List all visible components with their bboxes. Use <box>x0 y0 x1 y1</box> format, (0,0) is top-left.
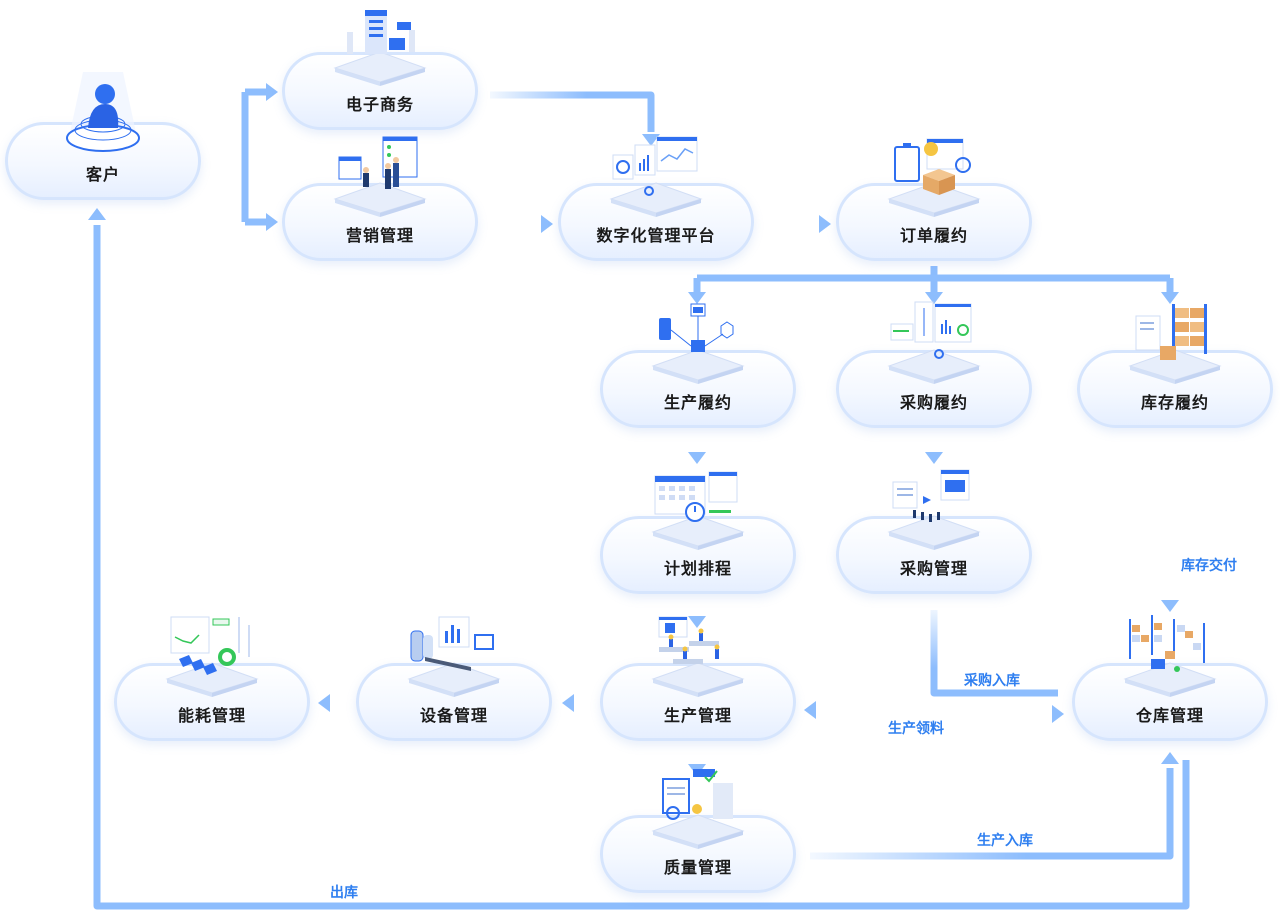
stock-shelf-icon <box>1120 300 1230 384</box>
node-label: 数字化管理平台 <box>596 226 716 245</box>
edges-layer <box>88 83 1190 910</box>
arrowhead-warehouse-top <box>1161 600 1179 612</box>
arrowhead-prod-fulfill <box>688 292 706 304</box>
node-label: 设备管理 <box>419 706 488 725</box>
arrowhead-order <box>819 215 831 233</box>
edge-warehouse-customer <box>93 225 1190 910</box>
edge-label-stock-delivery: 库存交付 <box>1181 558 1237 574</box>
quality-check-icon <box>643 765 753 849</box>
edge-label-purchase-inbound: 采购入库 <box>964 673 1020 689</box>
node-label: 采购管理 <box>899 559 968 578</box>
node-label: 生产管理 <box>663 706 732 725</box>
factory-workers-icon <box>643 613 753 697</box>
dashboard-icon <box>601 133 711 217</box>
arrowhead-marketing <box>266 213 278 231</box>
edge-ecommerce-platform <box>490 91 655 132</box>
purchase-management-icon <box>879 466 989 550</box>
arrowhead-platform-left <box>541 215 553 233</box>
node-label: 能耗管理 <box>177 706 246 725</box>
arrowhead-purchase-fulfill <box>925 292 943 304</box>
node-label: 计划排程 <box>663 559 732 578</box>
edge-quality-warehouse <box>810 768 1174 860</box>
node-label: 仓库管理 <box>1135 706 1204 725</box>
node-label: 订单履约 <box>899 226 968 245</box>
node-label: 库存履约 <box>1140 393 1209 412</box>
arrowhead-warehouse-bottom <box>1161 752 1179 764</box>
arrowhead-stock-fulfill <box>1161 292 1179 304</box>
node-label: 质量管理 <box>663 858 732 877</box>
arrowhead-customer <box>88 208 106 220</box>
marketing-meeting-icon <box>325 133 435 217</box>
node-label: 生产履约 <box>663 393 732 412</box>
arrowhead-production-right <box>804 701 816 719</box>
purchase-dashboard-icon <box>879 300 989 384</box>
edge-purchasemgmt-warehouse <box>930 610 1058 697</box>
arrowhead-purchase-mgmt <box>925 452 943 464</box>
arrowhead-planning <box>688 452 706 464</box>
ecommerce-store-icon <box>325 2 435 86</box>
node-label: 客户 <box>85 165 120 184</box>
edge-label-production-inbound: 生产入库 <box>977 833 1033 849</box>
customer-icon <box>48 72 158 152</box>
node-label: 电子商务 <box>345 95 414 114</box>
arrowhead-ecommerce <box>266 83 278 101</box>
arrowhead-warehouse-left <box>1052 705 1064 723</box>
equipment-machine-icon <box>399 613 509 697</box>
edge-label-production-pick: 生产领料 <box>888 721 944 737</box>
arrowhead-energy <box>318 694 330 712</box>
edge-label-outbound: 出库 <box>330 885 358 901</box>
energy-solar-icon <box>157 613 267 697</box>
arrowhead-production <box>688 616 706 628</box>
warehouse-forklift-icon <box>1115 613 1225 697</box>
arrowhead-platform-top <box>642 134 660 146</box>
node-label: 营销管理 <box>345 226 414 245</box>
arrowhead-equipment <box>562 694 574 712</box>
node-label: 采购履约 <box>899 393 968 412</box>
production-network-icon <box>643 300 753 384</box>
calendar-schedule-icon <box>643 466 753 550</box>
order-clipboard-icon <box>879 133 989 217</box>
